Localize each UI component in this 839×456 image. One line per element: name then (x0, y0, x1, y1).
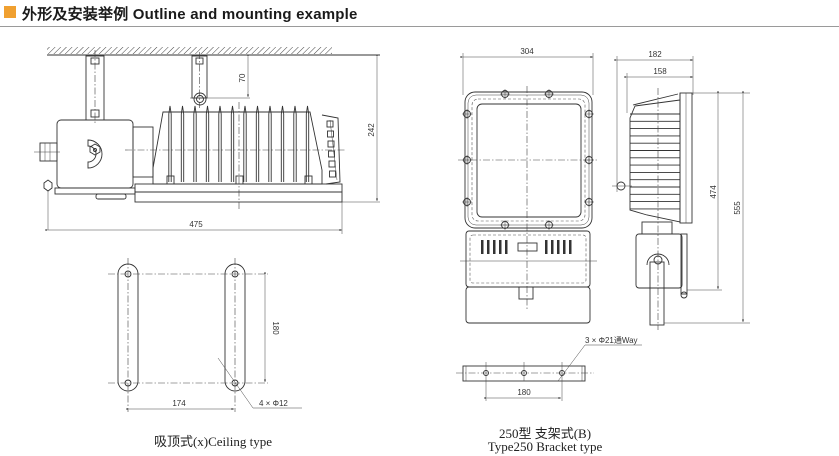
bracket-plate-drawing: 180 3 × Φ21通Way (456, 335, 642, 401)
bracket-side-view: 182 158 474 555 (612, 50, 750, 330)
ceiling-mount-side-view: 70 (34, 47, 380, 230)
ceiling-hatch (47, 47, 332, 54)
fin (218, 105, 222, 182)
vent-slot (493, 240, 496, 254)
fin (168, 105, 172, 182)
lens-bolt (327, 130, 334, 138)
section-title: 外形及安装举例 Outline and mounting example (22, 6, 358, 23)
dim-242: 242 (367, 123, 376, 137)
dim-174: 174 (172, 399, 186, 408)
base-rail (134, 183, 343, 193)
dim-158: 158 (653, 67, 667, 76)
section-header: 外形及安装举例 Outline and mounting example (0, 0, 839, 28)
dim-182: 182 (648, 50, 662, 59)
side-bracket-arm (649, 261, 665, 326)
vent-slot (551, 240, 554, 254)
dim-474: 474 (709, 185, 718, 199)
fin (268, 105, 272, 182)
dim-180-ceiling: 180 (271, 321, 280, 335)
vent-slot (563, 240, 566, 254)
front-lens (321, 114, 341, 185)
ceiling-type-caption: 吸顶式(x)Ceiling type (153, 434, 273, 449)
vent-slot (481, 240, 484, 254)
lens-bolt (327, 140, 335, 148)
vent-slot (569, 240, 572, 254)
dim-180-bracket: 180 (517, 388, 531, 397)
header-accent-square (4, 6, 16, 18)
lens-bolt (328, 160, 336, 168)
vent-slot (557, 240, 560, 254)
front-cable-gland (518, 286, 534, 300)
vent-slot (487, 240, 490, 254)
fin (305, 105, 310, 182)
fin (280, 105, 285, 182)
junction-box (56, 119, 134, 189)
bracket-front-view: 304 (458, 47, 597, 324)
lens-bolt (328, 150, 335, 158)
hole-note-ceiling: 4 × Φ12 (259, 399, 288, 408)
header-divider (0, 26, 839, 27)
cooling-fins (168, 105, 310, 182)
control-box (465, 230, 591, 288)
hole-note-bracket: 3 × Φ21通Way (585, 335, 638, 345)
vent-slot (499, 240, 502, 254)
dim-555: 555 (733, 201, 742, 215)
bracket-type-caption-en: Type250 Bracket type (487, 439, 603, 454)
vent-slot (505, 240, 508, 254)
fin (180, 105, 185, 182)
lens-bolt (326, 120, 334, 128)
bracket-base (465, 286, 591, 324)
lens-bolt (329, 170, 336, 178)
fin (193, 105, 197, 182)
fin (230, 105, 235, 182)
dim-70: 70 (238, 73, 247, 82)
glass-lens (476, 103, 582, 218)
bracket-type-caption-cn: 250型 支架式(B) (498, 426, 592, 441)
vent-slot (545, 240, 548, 254)
dim-304: 304 (520, 47, 534, 56)
fin (243, 105, 247, 182)
ceiling-plate-drawing: 180 174 4 × Φ12 (108, 258, 302, 412)
fin (205, 105, 210, 182)
side-junction-box (635, 233, 683, 289)
fin (255, 105, 260, 182)
fin (293, 105, 297, 182)
dim-475: 475 (189, 220, 203, 229)
ceiling-mount-base: 475 242 (45, 54, 380, 234)
